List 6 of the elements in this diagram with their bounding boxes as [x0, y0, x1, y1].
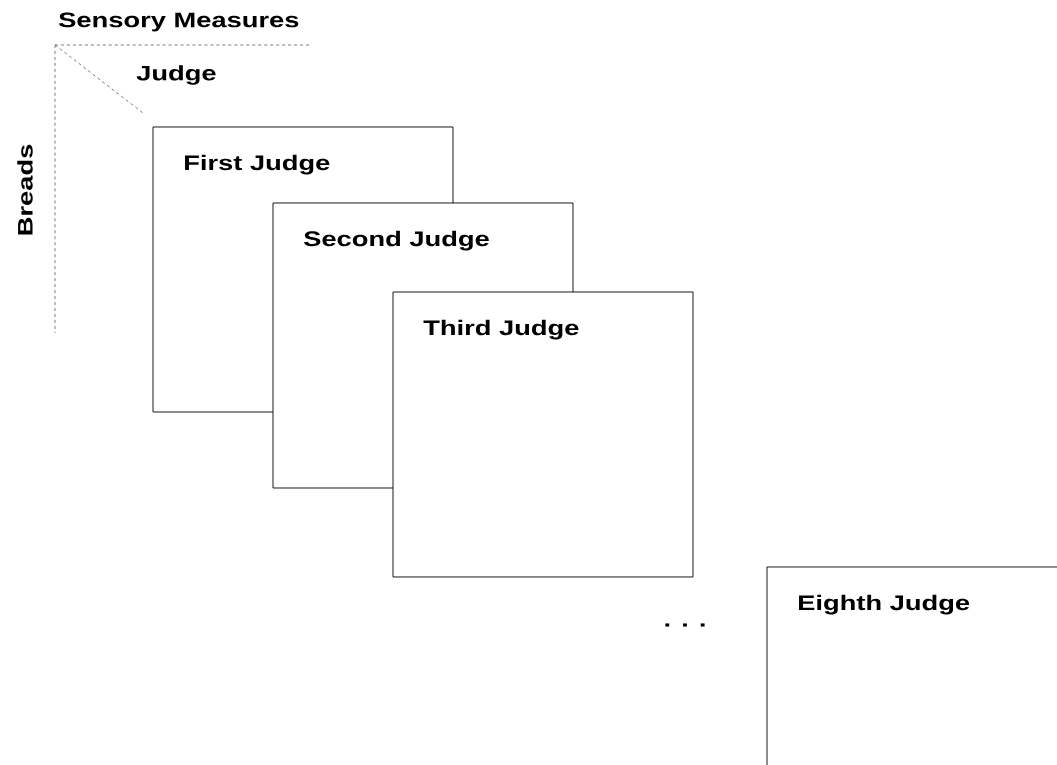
- axis-label: Judge: [136, 65, 216, 85]
- axis-label: Breads: [17, 144, 33, 235]
- judge-box: Third Judge: [392, 291, 694, 578]
- axis-label: Sensory Measures: [59, 12, 299, 32]
- dots: . . .: [665, 623, 705, 627]
- judge-box: Eighth Judge: [766, 566, 1057, 765]
